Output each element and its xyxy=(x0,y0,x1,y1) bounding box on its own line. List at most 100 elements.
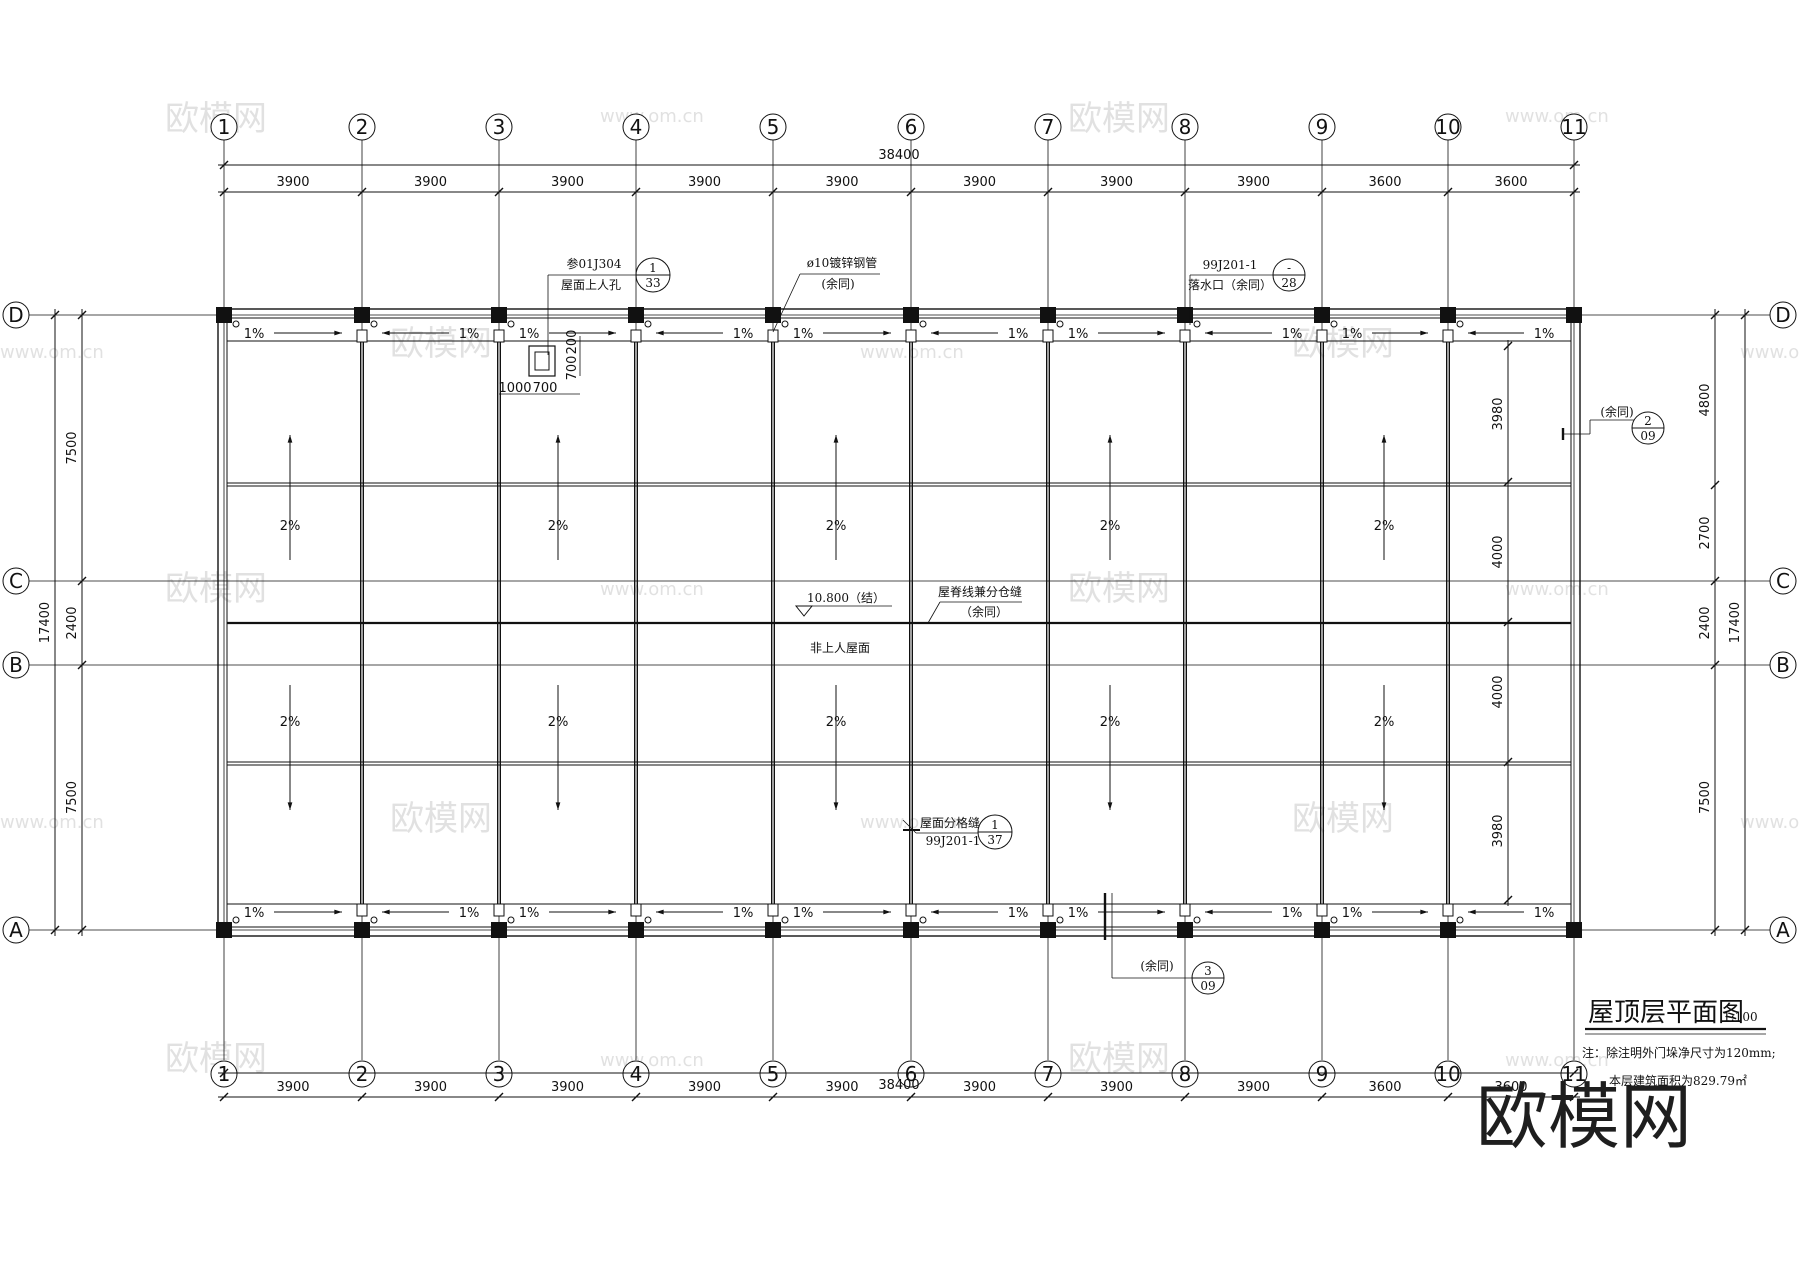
axis-bubble-top-1-label: 1 xyxy=(218,115,231,139)
detail3-note: (余同) xyxy=(1140,958,1173,973)
dimension-tick xyxy=(906,187,916,197)
roof-drain xyxy=(1193,320,1201,328)
dim-left-segments-value: 7500 xyxy=(65,431,80,464)
grid-joint-label: 屋面分格缝 xyxy=(920,815,980,830)
slope-arrows: 1%1%1%1%1%1%1%1%1%1%1%1%1%1%1%1%1%1%1%1%… xyxy=(244,327,1555,921)
dimension-tick xyxy=(1569,1092,1579,1102)
dimension-tick xyxy=(1443,1092,1453,1102)
dimension-tick xyxy=(1317,187,1327,197)
outlet-name: 落水口（余同） xyxy=(1188,277,1272,292)
roof-drain xyxy=(1056,320,1064,328)
dim-total-top: 38400 xyxy=(878,148,919,163)
axis-bubble-left-C-label: C xyxy=(9,569,23,593)
dim-bay-top: 3900 xyxy=(414,175,447,190)
roof-drain xyxy=(232,916,240,924)
downpipe-joint xyxy=(356,903,368,917)
ridge-joint-label: 屋脊线兼分仓缝 xyxy=(938,584,1022,599)
axis-bubble-top-9-label: 9 xyxy=(1316,115,1329,139)
edge-slope-label: 1% xyxy=(1008,327,1029,342)
edge-slope-label: 1% xyxy=(1282,327,1303,342)
slope-arrowhead xyxy=(1420,330,1428,336)
dim-bay-bottom: 3900 xyxy=(551,1080,584,1095)
downpipe-joint xyxy=(356,329,368,343)
roof-drain xyxy=(1456,916,1464,924)
dimension-tick xyxy=(77,310,87,320)
axis-bubble-left-A xyxy=(2,916,30,944)
pipe-label: ø10镀锌钢管 xyxy=(807,255,878,270)
axis-bubble-right-D-label: D xyxy=(1775,303,1790,327)
edge-slope-label: 1% xyxy=(793,327,814,342)
structural-column xyxy=(354,307,370,323)
drawing-title: 屋顶层平面图 xyxy=(1588,998,1744,1028)
dimension-tick xyxy=(1180,1092,1190,1102)
axis-bubble-right-D xyxy=(1769,301,1797,329)
dim-bay-bottom: 3900 xyxy=(276,1080,309,1095)
dimension-tick xyxy=(631,187,641,197)
roof-drain xyxy=(919,320,927,328)
axis-bubble-top-1 xyxy=(210,113,238,141)
elevation-marker xyxy=(794,605,814,617)
dim-bay-top: 3900 xyxy=(688,175,721,190)
dim-bay-top: 3600 xyxy=(1368,175,1401,190)
slope-arrowhead xyxy=(334,909,342,915)
axis-bubble-bottom-1-label: 1 xyxy=(218,1062,231,1086)
slope-arrowhead xyxy=(1381,802,1387,810)
axis-bubble-bottom-9-label: 9 xyxy=(1316,1062,1329,1086)
watermark-url-text: www.om.cn xyxy=(1505,579,1609,600)
dim-right-segments-value: 2400 xyxy=(1698,606,1713,639)
axis-bubble-bottom-4-label: 4 xyxy=(630,1062,643,1086)
detail2-ref-circle-page: 09 xyxy=(1640,429,1655,443)
axis-bubble-bottom-5 xyxy=(759,1060,787,1088)
axis-bubble-top-3-label: 3 xyxy=(493,115,506,139)
structural-column xyxy=(903,307,919,323)
field-slope-label: 2% xyxy=(826,519,847,534)
detail2-note: (余同) xyxy=(1600,404,1633,419)
slope-arrowhead xyxy=(287,435,293,443)
slope-arrowhead xyxy=(555,435,561,443)
axis-bubble-top-8-label: 8 xyxy=(1179,115,1192,139)
structural-column xyxy=(1040,307,1056,323)
dim-inner-segments-value: 4000 xyxy=(1491,675,1506,708)
slope-arrowhead xyxy=(833,802,839,810)
outlet-ref-circle-page: 28 xyxy=(1281,276,1296,290)
axis-bubble-bottom-7 xyxy=(1034,1060,1062,1088)
axis-bubble-bottom-6 xyxy=(897,1060,925,1088)
slope-arrowhead xyxy=(334,330,342,336)
dim-inner-segments-value: 4000 xyxy=(1491,535,1506,568)
slope-arrowhead xyxy=(1157,909,1165,915)
structural-column xyxy=(1177,922,1193,938)
axis-bubble-bottom-11-label: 11 xyxy=(1561,1062,1586,1086)
structural-column xyxy=(1566,922,1582,938)
slope-arrowhead xyxy=(656,909,664,915)
axis-bubble-bottom-10 xyxy=(1434,1060,1462,1088)
dimension-tick xyxy=(1710,576,1720,586)
watermark-brand-large: 欧模网 xyxy=(1476,1075,1692,1159)
slope-arrowhead xyxy=(931,330,939,336)
dimension-tick xyxy=(1043,187,1053,197)
slope-arrowhead xyxy=(382,909,390,915)
structural-column xyxy=(1314,922,1330,938)
dimension-tick xyxy=(50,925,60,935)
slope-arrowhead xyxy=(555,802,561,810)
edge-slope-label: 1% xyxy=(1068,327,1089,342)
dim-left-segments-value: 7500 xyxy=(65,781,80,814)
downpipe-joint xyxy=(630,903,642,917)
dimension-tick xyxy=(494,1092,504,1102)
watermark-brand-text: 欧模网 xyxy=(1068,569,1170,609)
axis-bubble-right-A xyxy=(1769,916,1797,944)
axis-bubble-right-B-label: B xyxy=(1776,653,1790,677)
axis-bubble-bottom-8 xyxy=(1171,1060,1199,1088)
dimension-tick xyxy=(1317,1092,1327,1102)
axis-bubble-bottom-8-label: 8 xyxy=(1179,1062,1192,1086)
pipe-leader xyxy=(772,273,801,333)
structural-column xyxy=(903,922,919,938)
watermark-brand-text: 欧模网 xyxy=(1292,799,1394,839)
ridge-joint-same: （余同） xyxy=(960,604,1008,619)
slope-arrowhead xyxy=(1468,909,1476,915)
annotations: 参01J304屋面上人孔133ø10镀锌钢管(余同)99J201-1落水口（余同… xyxy=(547,255,1665,995)
roof-drain xyxy=(644,916,652,924)
dimension-tick xyxy=(1569,1068,1579,1078)
downpipe-joint xyxy=(767,903,779,917)
edge-slope-label: 1% xyxy=(1068,906,1089,921)
